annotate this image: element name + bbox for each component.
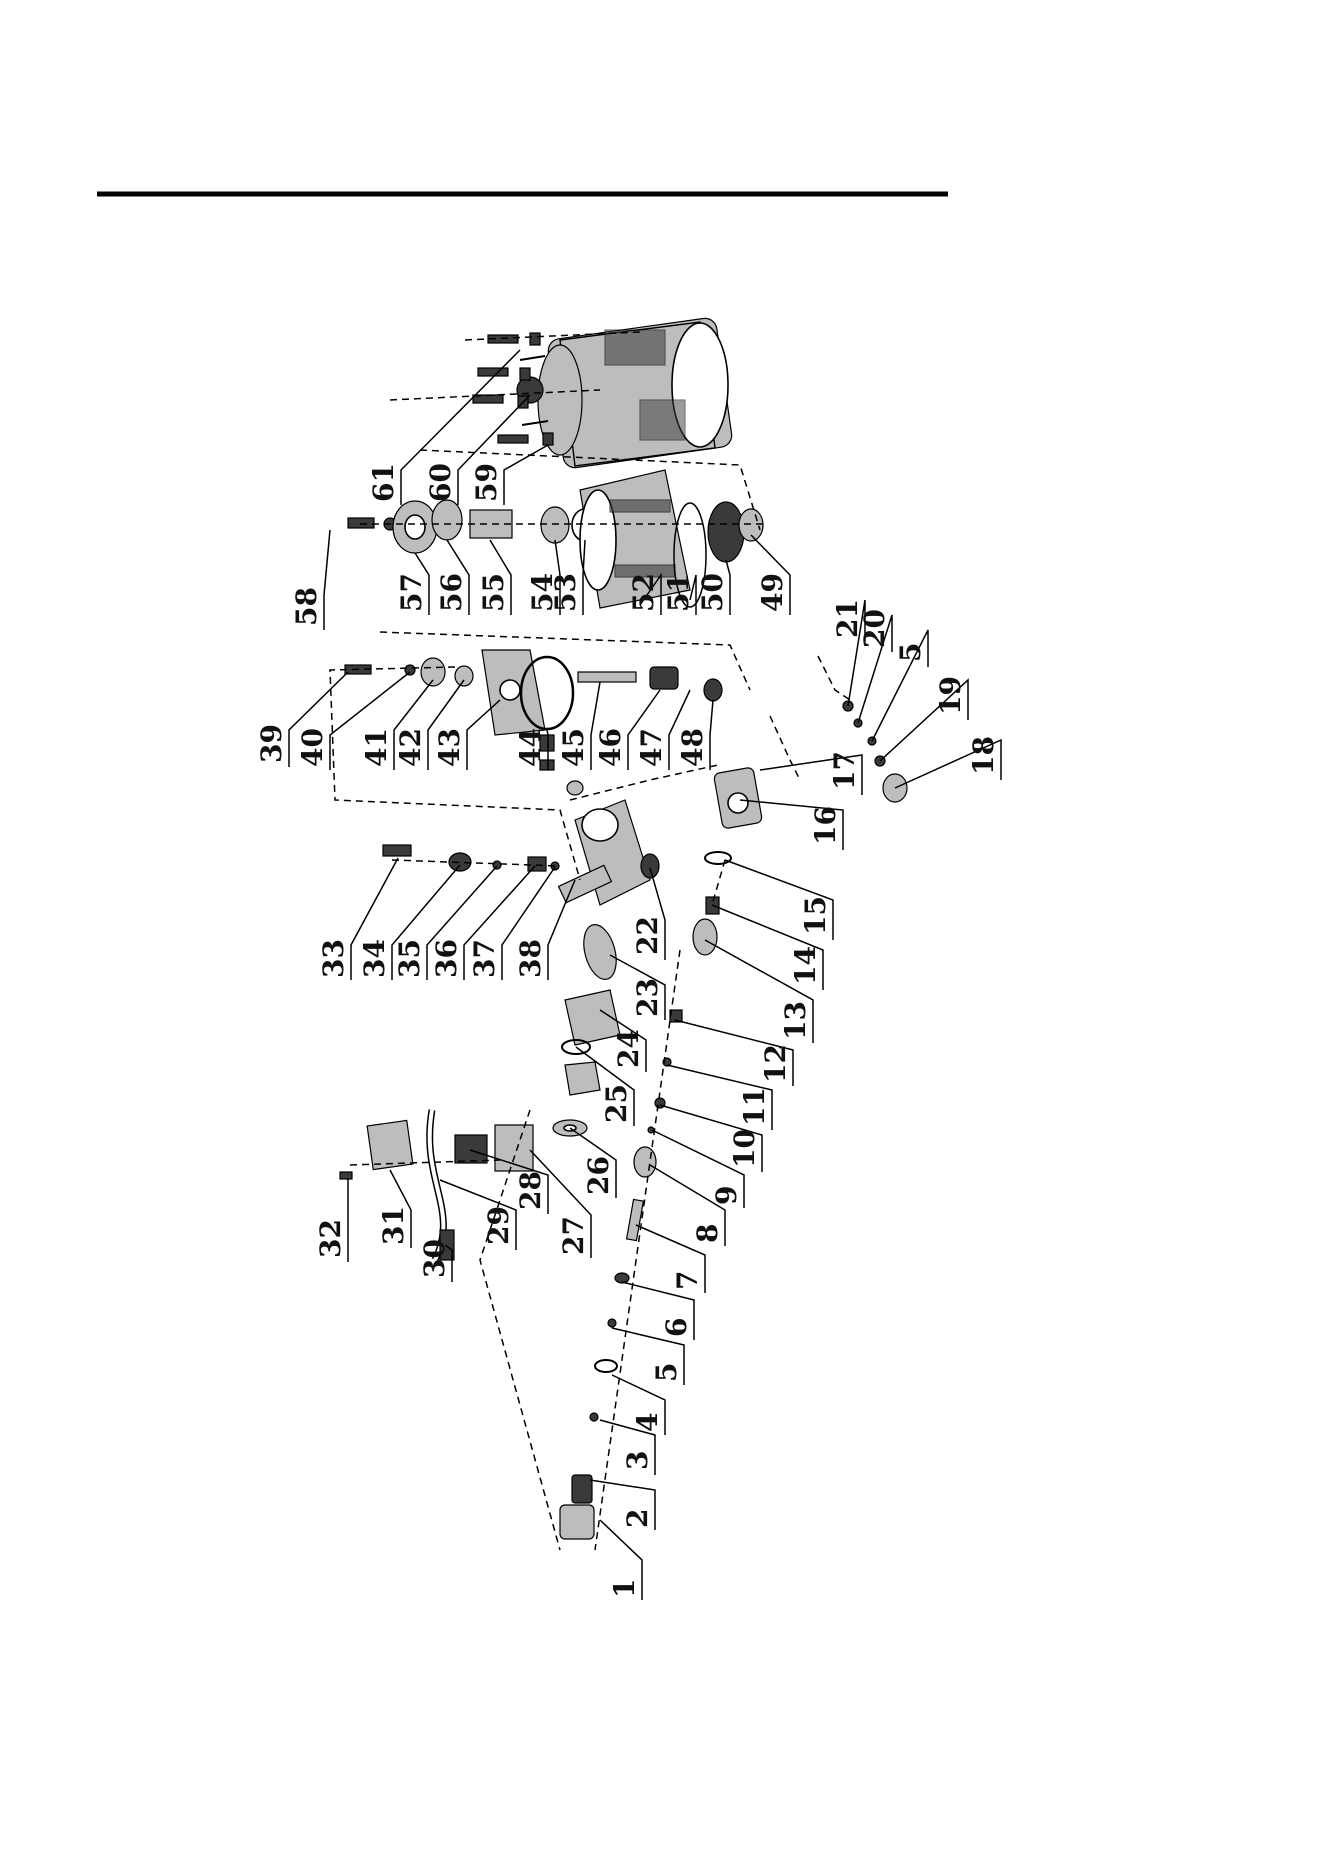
part-label: 54 bbox=[526, 573, 559, 612]
part-label: 5 bbox=[894, 643, 927, 662]
part-label: 22 bbox=[631, 916, 664, 955]
part-label: 56 bbox=[435, 573, 468, 612]
part-label: 43 bbox=[433, 728, 466, 767]
part-label: 44 bbox=[514, 728, 547, 767]
part-label: 39 bbox=[255, 724, 288, 763]
part-label: 37 bbox=[468, 939, 501, 978]
part-label: 36 bbox=[430, 939, 463, 978]
part-label: 30 bbox=[418, 1239, 451, 1278]
manifold-parts bbox=[383, 735, 659, 1136]
part-label: 5 bbox=[650, 1363, 683, 1382]
part-label: 7 bbox=[671, 1271, 704, 1290]
part-label: 2 bbox=[621, 1509, 654, 1528]
part-label: 3 bbox=[621, 1451, 654, 1470]
part-label: 11 bbox=[738, 1087, 771, 1126]
part-label: 33 bbox=[317, 939, 350, 978]
part-label: 26 bbox=[582, 1156, 615, 1195]
part-label: 50 bbox=[696, 573, 729, 612]
unloader-parts bbox=[705, 701, 907, 864]
part-label: 58 bbox=[290, 587, 323, 626]
part-label: 40 bbox=[296, 728, 329, 767]
part-label: 41 bbox=[360, 728, 393, 767]
part-label: 21 bbox=[831, 599, 864, 638]
part-label: 15 bbox=[799, 896, 832, 935]
part-label: 4 bbox=[631, 1413, 664, 1432]
part-label: 17 bbox=[828, 751, 861, 790]
part-label: 49 bbox=[756, 573, 789, 612]
part-label: 52 bbox=[627, 573, 660, 612]
part-label: 61 bbox=[367, 463, 400, 502]
part-label: 25 bbox=[600, 1084, 633, 1123]
leader-line bbox=[324, 530, 330, 630]
head-parts bbox=[345, 650, 722, 735]
part-label: 59 bbox=[470, 463, 503, 502]
part-label: 38 bbox=[514, 939, 547, 978]
part-label: 60 bbox=[424, 463, 457, 502]
part-label: 31 bbox=[377, 1206, 410, 1245]
part-label: 45 bbox=[557, 728, 590, 767]
part-label: 42 bbox=[394, 728, 427, 767]
leader-line bbox=[710, 700, 713, 770]
part-label: 51 bbox=[662, 573, 695, 612]
part-label: 14 bbox=[789, 946, 822, 985]
part-label: 34 bbox=[358, 939, 391, 978]
part-label: 46 bbox=[594, 728, 627, 767]
part-label: 12 bbox=[759, 1044, 792, 1083]
part-label: 47 bbox=[635, 728, 668, 767]
part-label: 29 bbox=[482, 1206, 515, 1245]
part-label: 6 bbox=[660, 1318, 693, 1337]
part-label: 13 bbox=[779, 1001, 812, 1040]
part-label: 10 bbox=[728, 1129, 761, 1168]
part-label: 8 bbox=[691, 1224, 724, 1243]
part-label: 32 bbox=[314, 1219, 347, 1258]
part-label: 9 bbox=[710, 1186, 743, 1205]
part-label: 23 bbox=[631, 978, 664, 1017]
part-label: 16 bbox=[809, 806, 842, 845]
part-label: 55 bbox=[477, 573, 510, 612]
part-label: 19 bbox=[934, 676, 967, 715]
part-label: 27 bbox=[557, 1216, 590, 1255]
part-label: 1 bbox=[608, 1579, 641, 1598]
part-label: 35 bbox=[393, 939, 426, 978]
part-label: 57 bbox=[395, 573, 428, 612]
part-label: 28 bbox=[514, 1171, 547, 1210]
part-label: 48 bbox=[676, 728, 709, 767]
part-label: 18 bbox=[967, 736, 1000, 775]
part-label: 24 bbox=[612, 1029, 645, 1068]
